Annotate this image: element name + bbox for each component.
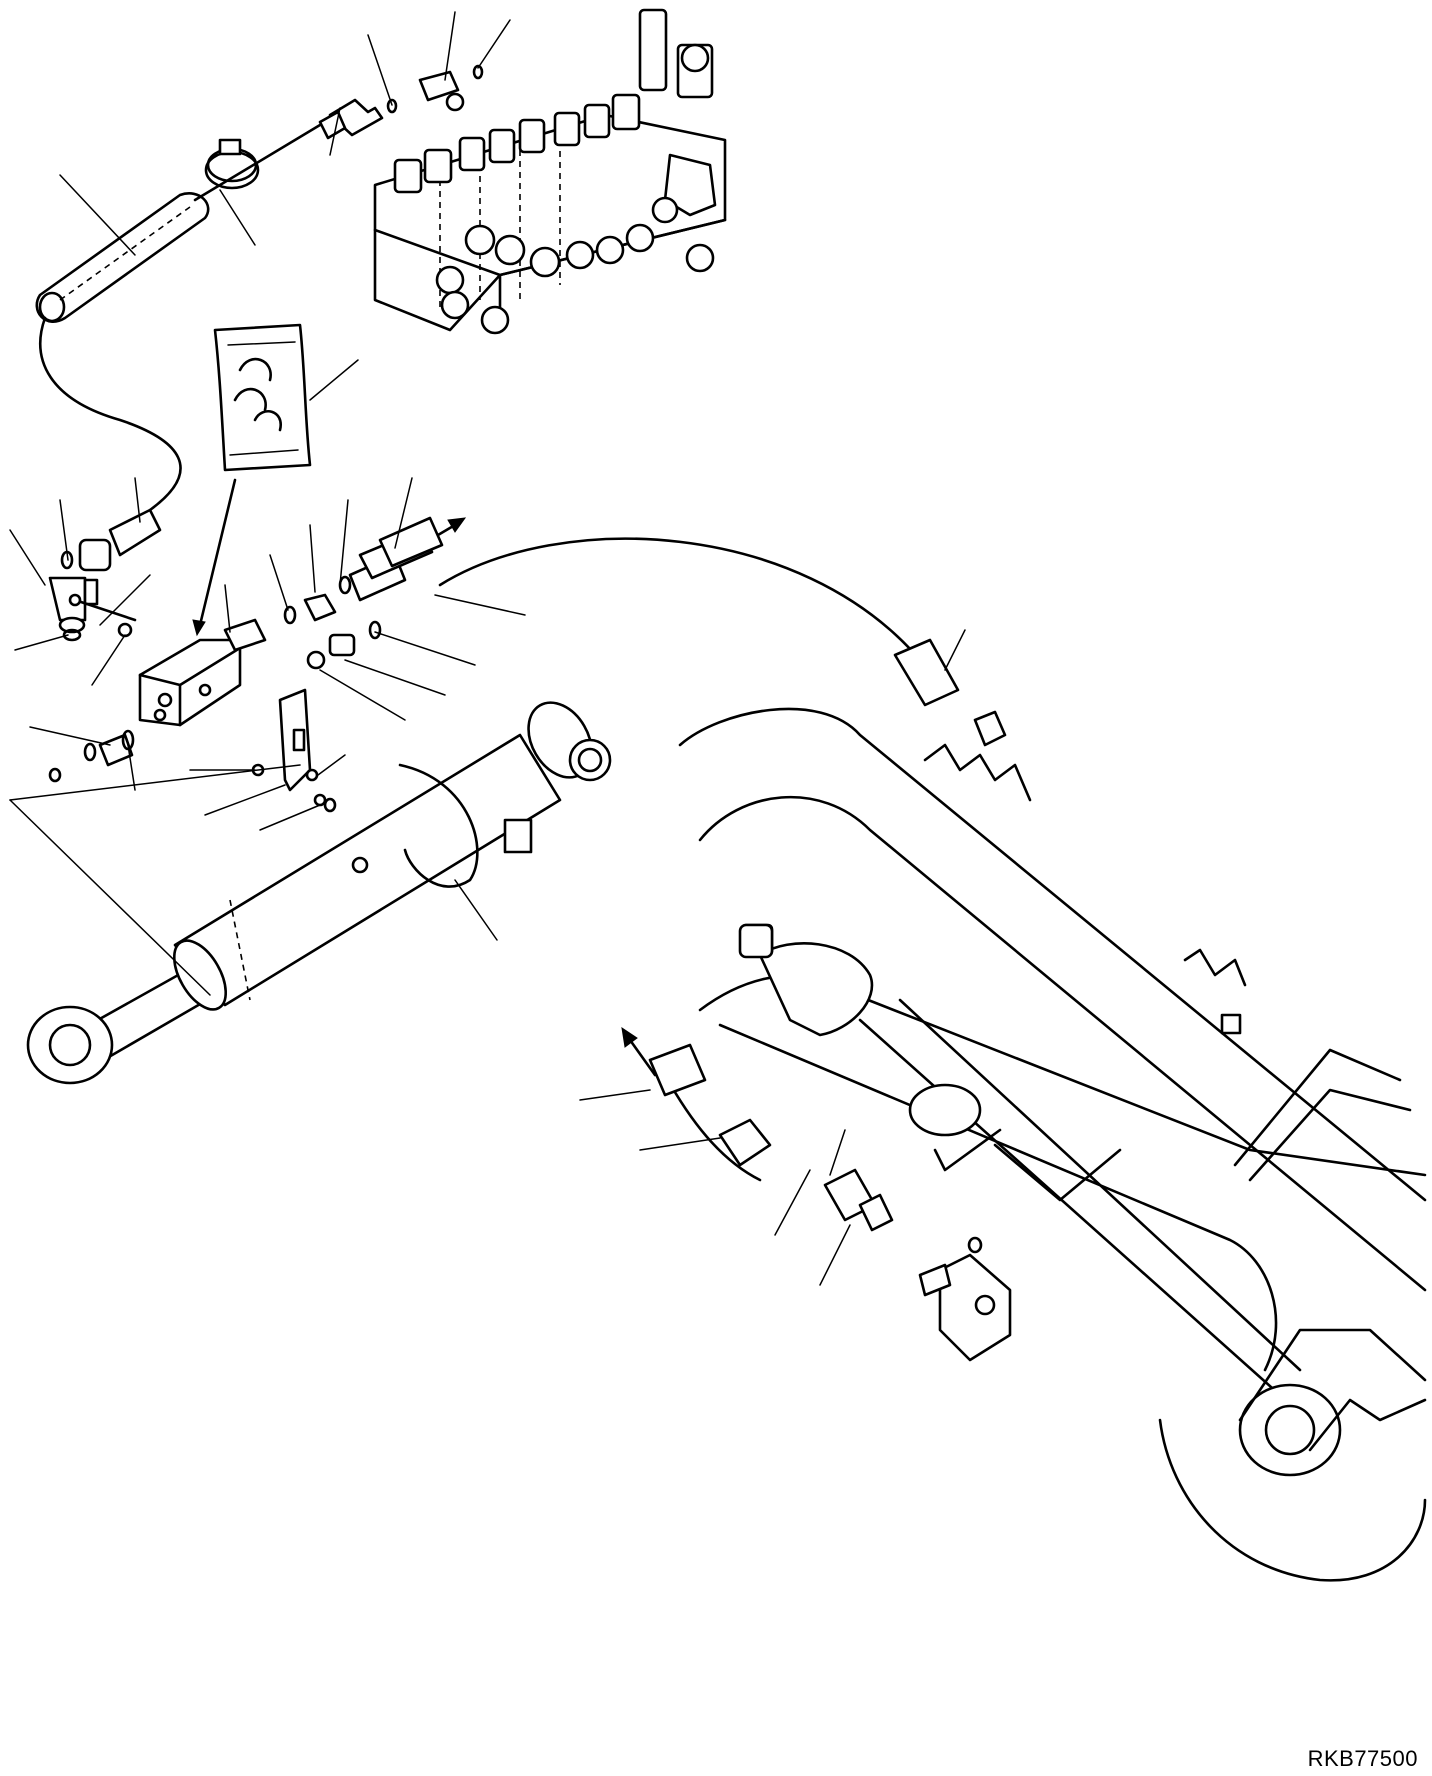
- hydraulic-cylinder: [26, 701, 612, 1085]
- wire-harness-loop: [398, 763, 479, 888]
- boom-arm: [678, 707, 1427, 1582]
- lower-hose-assembly: [648, 1043, 894, 1232]
- protective-sleeve: [35, 192, 210, 323]
- bolt: [68, 593, 137, 638]
- mounting-bracket: [251, 688, 327, 807]
- leader-lines: [9, 11, 966, 1286]
- valve-fitting: [393, 8, 717, 335]
- boom-lower-manifold: [918, 1253, 1012, 1362]
- control-valve: [373, 8, 727, 335]
- boom-clamp-teeth: [923, 743, 1247, 1035]
- figure-reference-code: RKB77500: [1307, 1746, 1418, 1771]
- elbow-fitting: [48, 576, 99, 634]
- straight-connector: [78, 508, 162, 572]
- boom-hose-connector: [893, 638, 1007, 747]
- tee-fitting: [386, 64, 484, 114]
- bushing: [738, 923, 774, 959]
- hose-clamp: [204, 138, 260, 190]
- hose-connector-top: [318, 98, 384, 140]
- adapter-fittings: [83, 516, 444, 767]
- warning-label-tag: [213, 323, 312, 472]
- manifold-block: [138, 638, 242, 727]
